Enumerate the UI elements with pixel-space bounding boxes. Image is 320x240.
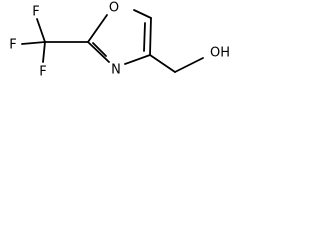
bond-n3-c2-inner (92, 42, 107, 57)
atom-fluorine-top: F (32, 5, 39, 20)
bond-cf3-f-bottom (42, 41, 46, 63)
bond-n3-c2 (87, 41, 110, 63)
atom-fluorine-bottom: F (39, 65, 46, 80)
bond-c2-o1 (87, 14, 108, 43)
atom-ring-oxygen: O (109, 1, 119, 16)
atom-labels: O N F F F OH (9, 1, 230, 80)
bond-c4-n3 (124, 54, 151, 65)
atom-hydroxyl: OH (210, 46, 230, 61)
bond-cf3-f-top (36, 18, 46, 43)
bond-c5-c4 (149, 17, 152, 56)
bond-o1-c5 (133, 9, 152, 19)
bond-cf3-f-left (21, 41, 46, 45)
bond-c5-c4-inner (143, 22, 146, 52)
bond-c4-ch2 (149, 54, 176, 73)
atom-ring-nitrogen: N (111, 63, 121, 78)
atom-fluorine-left: F (9, 38, 16, 53)
structure-diagram: O N F F F OH (9, 1, 230, 80)
bonds (21, 9, 204, 73)
bond-ch2-oh (174, 57, 204, 73)
